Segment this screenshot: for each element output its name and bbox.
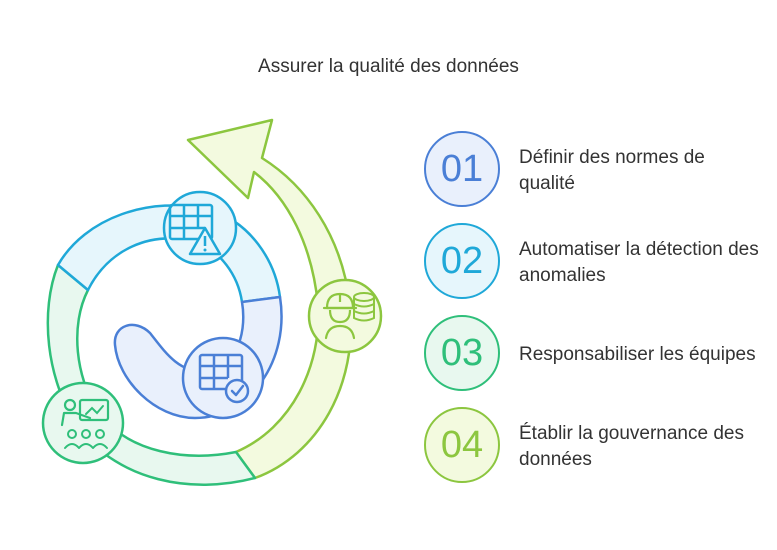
step-label: Automatiser la détection des anomalies (519, 239, 759, 286)
arrow-governance (186, 118, 353, 480)
step-number-badge: 03 (424, 315, 500, 391)
step-01: 01 Définir des normes de qualité (424, 131, 764, 211)
table-check-icon (181, 336, 265, 420)
engineer-database-icon (307, 278, 383, 354)
page-title: Assurer la qualité des données (258, 56, 519, 77)
table-warning-icon (162, 190, 238, 266)
step-number-badge: 02 (424, 223, 500, 299)
step-label: Responsabiliser les équipes (519, 344, 756, 365)
step-label: Établir la gouvernance des données (519, 423, 744, 470)
step-number-badge: 01 (424, 131, 500, 207)
cycle-diagram (41, 118, 383, 486)
step-04: 04 Établir la gouvernance des données (424, 407, 764, 487)
team-presentation-icon (41, 381, 125, 465)
step-02: 02 Automatiser la détection des anomalie… (424, 223, 764, 303)
step-03: 03 Responsabiliser les équipes (424, 315, 764, 395)
step-number-badge: 04 (424, 407, 500, 483)
step-label: Définir des normes de qualité (519, 147, 705, 194)
